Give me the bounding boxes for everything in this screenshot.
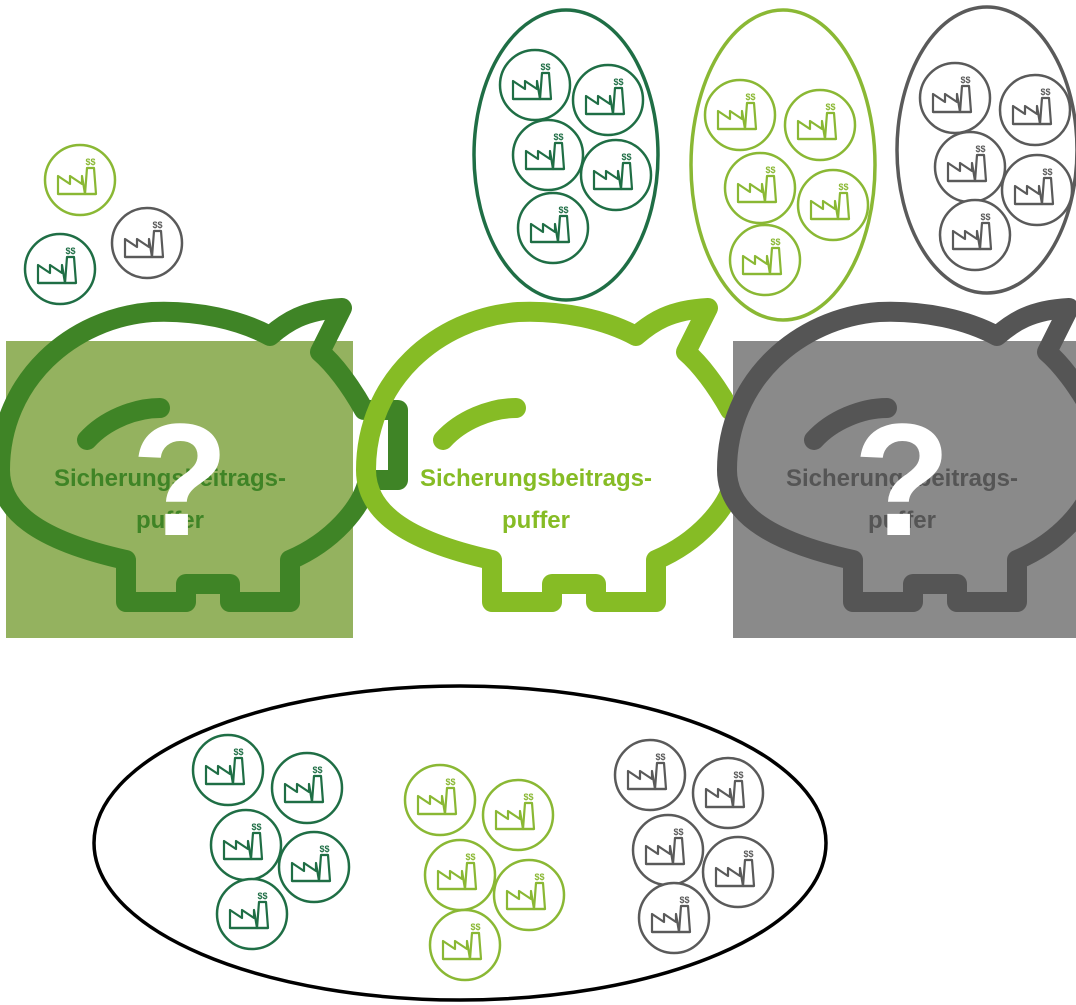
factory-icon (423, 838, 497, 912)
cluster-dark-green (191, 733, 351, 951)
factory-icon (23, 232, 97, 306)
combined-pool (92, 684, 828, 1002)
factory-icon (579, 138, 653, 212)
piggy-bank-right (727, 308, 1076, 638)
factory-icon (998, 73, 1072, 147)
combined-pool-ellipse (92, 684, 828, 1002)
factory-icon (703, 78, 777, 152)
factory-icon (481, 778, 555, 852)
factory-icon (270, 751, 344, 825)
factory-icon (933, 130, 1007, 204)
cluster-light-green (403, 763, 566, 982)
factory-icon (498, 48, 572, 122)
factory-icon (43, 143, 117, 217)
factory-icon (110, 206, 184, 280)
factory-icon (215, 877, 289, 951)
factory-icon (728, 223, 802, 297)
pool-ellipse (689, 8, 877, 322)
factory-icon (516, 191, 590, 265)
factory-icon (1000, 153, 1074, 227)
piggy-bank-left (0, 308, 398, 638)
factory-icon (918, 61, 992, 135)
factory-icon (277, 830, 351, 904)
pool-ellipse (472, 8, 660, 302)
factory-icon (701, 835, 775, 909)
pig-highlight (433, 398, 526, 450)
pig-highlight (804, 398, 897, 450)
factory-icon (691, 756, 765, 830)
piggy-bank-middle (366, 308, 764, 602)
factory-icon (511, 118, 585, 192)
factory-icon (796, 168, 870, 242)
top-pool-dark-green (472, 8, 660, 302)
factory-icon (613, 738, 687, 812)
factory-icon (723, 151, 797, 225)
factory-icon (637, 881, 711, 955)
factory-icon (428, 908, 502, 982)
pool-ellipse (895, 5, 1076, 295)
factory-icon (571, 63, 645, 137)
top-pool-gray (895, 5, 1076, 295)
factory-icon (492, 858, 566, 932)
factory-icon (191, 733, 265, 807)
pig-highlight (77, 398, 170, 450)
factory-icon (783, 88, 857, 162)
factory-icon (938, 198, 1012, 272)
standalone-factories (23, 143, 184, 306)
factory-icon (403, 763, 477, 837)
cluster-gray (613, 738, 775, 955)
factory-icon (209, 808, 283, 882)
top-pool-light-green (689, 8, 877, 322)
factory-icon (631, 813, 705, 887)
